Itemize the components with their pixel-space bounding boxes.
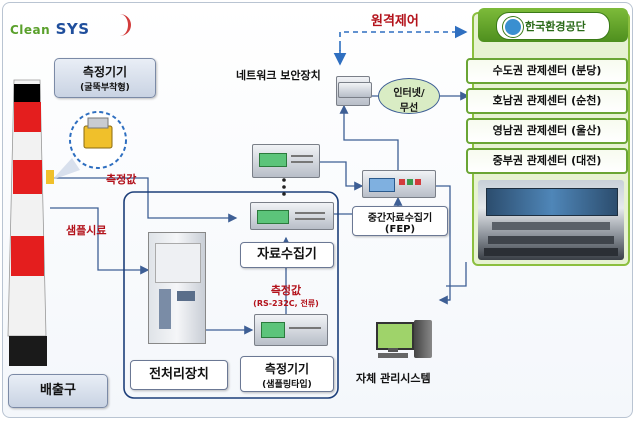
own-system-pc <box>372 320 438 364</box>
measuring-device2-subtitle: (샘플링타입) <box>262 380 312 390</box>
center-text: 영남권 관제센터 (울산) <box>492 124 602 137</box>
measured-value-line <box>50 177 238 223</box>
center-text: 수도권 관제센터 (분당) <box>492 64 602 77</box>
cleansys-logo: Clean SYS <box>10 20 90 38</box>
internet-wireless-node: 인터넷/ 무선 <box>378 78 440 114</box>
fep-label: 중간자료수집기 (FEP) <box>352 206 448 236</box>
network-security-router <box>338 82 372 98</box>
data-collector-label: 자료수집기 <box>240 242 334 268</box>
site-boundary <box>123 191 339 399</box>
agency-name-pill: 한국환경공단 <box>496 12 610 40</box>
agency-to-own-line <box>446 262 467 287</box>
collector-top-to-fep-line <box>320 161 364 191</box>
outlet-label: 배출구 <box>8 374 108 408</box>
measuring-device2-title: 측정기기 <box>264 362 310 376</box>
data-collector-main <box>250 202 334 230</box>
logo-text-clean: Clean <box>10 23 51 37</box>
agency-name: 한국환경공단 <box>525 20 586 33</box>
data-collector-text: 자료수집기 <box>257 247 317 262</box>
network-security-label: 네트워크 보안장치 <box>236 69 321 82</box>
center-honam: 호남권 관제센터 (순천) <box>466 88 628 114</box>
sample-line <box>50 207 150 275</box>
logo-text-sys: SYS <box>55 20 90 38</box>
sample-label: 샘플시료 <box>66 224 107 237</box>
measuring-device-subtitle: (굴뚝부착형) <box>80 83 130 93</box>
agency-emblem-icon <box>503 17 523 37</box>
measured-value-label: 측정값 <box>106 173 137 186</box>
center-sudogwon: 수도권 관제센터 (분당) <box>466 58 628 84</box>
control-room-photo <box>478 180 624 260</box>
measured-value-serial-label: 측정값 (RS-232C, 전류) <box>248 282 324 309</box>
data-collector-top <box>252 144 320 178</box>
measuring-device2-label: 측정기기 (샘플링타입) <box>240 356 334 392</box>
own-system-label: 자체 관리시스템 <box>356 372 431 385</box>
fep-title: 중간자료수집기 <box>367 213 433 224</box>
smokestack <box>7 79 47 366</box>
fep-subtitle: (FEP) <box>384 224 416 235</box>
measured-value-serial-text: 측정값 <box>270 284 302 297</box>
outlet-text: 배출구 <box>40 383 76 398</box>
measuring-device-label: 측정기기 (굴뚝부착형) <box>54 58 156 98</box>
internet-text-2: 무선 <box>399 103 419 114</box>
center-jungbu: 중부권 관제센터 (대전) <box>466 148 628 174</box>
logo-swoosh-icon <box>112 14 131 36</box>
measured-value-serial-sub: (RS-232C, 전류) <box>253 299 319 308</box>
center-text: 중부권 관제센터 (대전) <box>492 154 602 167</box>
remote-control-label: 원격제어 <box>371 14 419 29</box>
preprocessor-label: 전처리장치 <box>130 360 228 390</box>
preprocessor-text: 전처리장치 <box>149 367 209 382</box>
remote-control-line <box>339 25 468 64</box>
center-yeongnam: 영남권 관제센터 (울산) <box>466 118 628 144</box>
center-text: 호남권 관제센터 (순천) <box>492 94 602 107</box>
fep-to-own-line <box>436 185 451 301</box>
fep-device <box>362 170 436 198</box>
measuring-device-title: 측정기기 <box>82 65 128 79</box>
sampling-measuring-device <box>254 314 328 346</box>
preprocessor-cabinet <box>148 232 206 344</box>
internet-text-1: 인터넷/ <box>393 88 425 99</box>
fep-to-network-line <box>339 104 399 170</box>
